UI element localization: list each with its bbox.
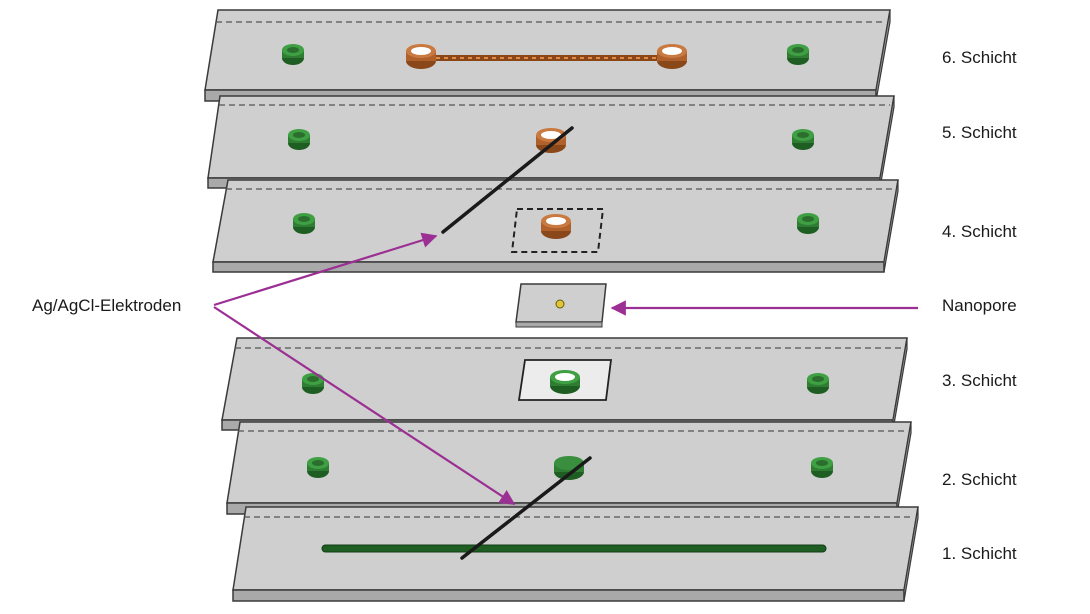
layer-1-plate xyxy=(232,506,919,602)
layer-6-plate xyxy=(204,9,891,102)
layer-5-plate xyxy=(207,95,895,189)
layer-label-5: 5. Schicht xyxy=(942,123,1017,142)
layer-label-6: 6. Schicht xyxy=(942,48,1017,67)
layer-label-4: 4. Schicht xyxy=(942,222,1017,241)
layer-3-plate xyxy=(221,337,908,431)
electrode-arrow-lower xyxy=(213,306,516,505)
electrode-arrow-upper xyxy=(213,232,438,307)
layer-2-plate xyxy=(226,421,912,515)
layer-4-plate xyxy=(212,179,899,273)
alignment-pin xyxy=(307,457,329,478)
nanopore-callout-label: Nanopore xyxy=(942,296,1017,315)
layer-label-1: 1. Schicht xyxy=(942,544,1017,563)
upper-electrode-wire xyxy=(441,126,574,234)
copper-ring xyxy=(406,44,436,69)
alignment-pin xyxy=(807,373,829,394)
nanopore-chip xyxy=(515,283,607,328)
layer-label-2: 2. Schicht xyxy=(942,470,1017,489)
copper-ring xyxy=(536,128,566,153)
layer-label-3: 3. Schicht xyxy=(942,371,1017,390)
alignment-pin xyxy=(787,44,809,65)
alignment-pin xyxy=(797,213,819,234)
copper-ring xyxy=(657,44,687,69)
alignment-pin xyxy=(811,457,833,478)
electrodes-callout-label: Ag/AgCl-Elektroden xyxy=(32,296,182,315)
alignment-pin xyxy=(293,213,315,234)
alignment-pin xyxy=(288,129,310,150)
copper-ring xyxy=(541,214,571,239)
lower-electrode-wire xyxy=(460,456,592,560)
alignment-pin xyxy=(792,129,814,150)
alignment-pin xyxy=(282,44,304,65)
